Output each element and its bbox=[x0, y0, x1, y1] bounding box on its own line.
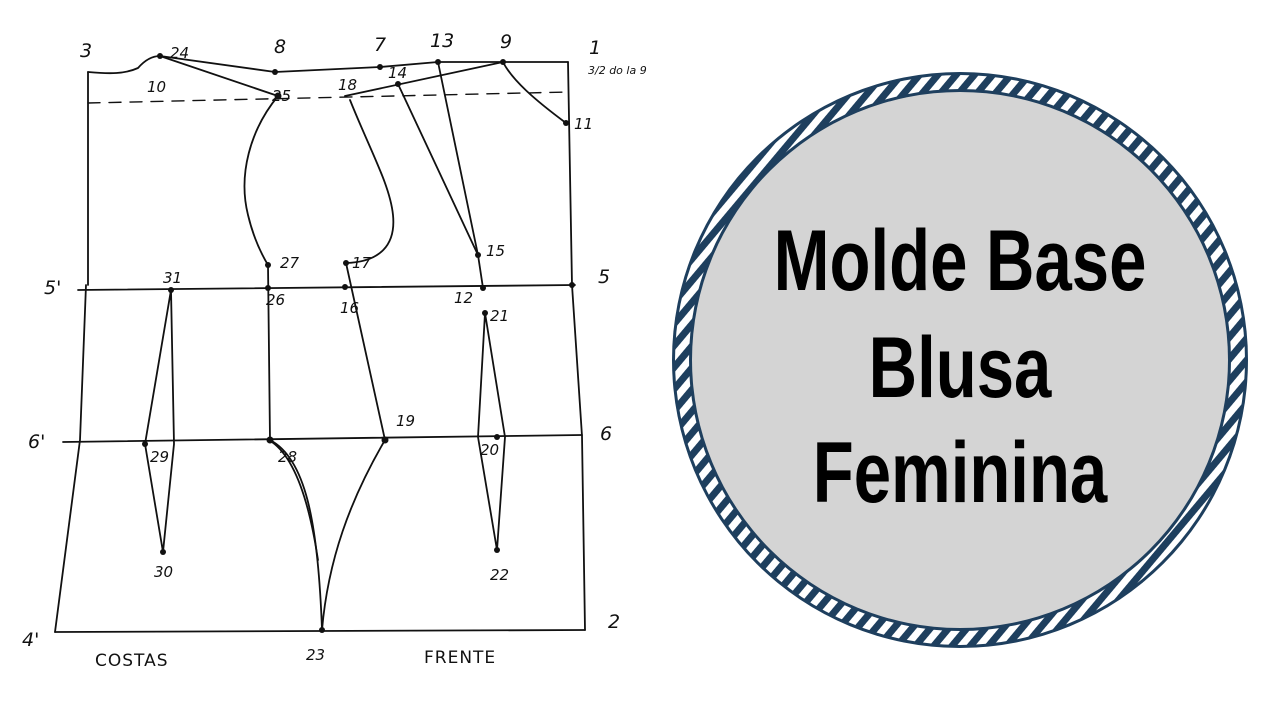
label-14: 14 bbox=[388, 64, 407, 82]
label-10: 10 bbox=[147, 78, 166, 96]
label-costas: COSTAS bbox=[95, 651, 169, 671]
label-9: 9 bbox=[500, 31, 512, 53]
label-7: 7 bbox=[374, 34, 386, 56]
label-30: 30 bbox=[154, 563, 173, 581]
label-13: 13 bbox=[430, 30, 454, 52]
outer-right-edge bbox=[567, 61, 586, 631]
dart-line-b bbox=[437, 61, 479, 256]
label-19: 19 bbox=[396, 412, 415, 430]
pattern-diagram: 3 24 8 7 13 9 1 3/2 do la 9 10 25 18 14 … bbox=[22, 30, 647, 671]
label-27: 27 bbox=[280, 254, 300, 272]
dashed-line bbox=[87, 91, 569, 104]
badge-fill bbox=[692, 92, 1228, 628]
hip-curve-inner bbox=[271, 441, 319, 561]
label-28: 28 bbox=[278, 448, 297, 466]
back-shoulder bbox=[159, 55, 279, 97]
label-16: 16 bbox=[340, 299, 359, 317]
badge-title-line-2: Blusa bbox=[868, 320, 1052, 416]
front-side-seam bbox=[345, 262, 386, 441]
outer-left-edge bbox=[54, 71, 89, 633]
label-12: 12 bbox=[454, 289, 473, 307]
label-6-prime: 6' bbox=[28, 431, 45, 453]
back-side-seam bbox=[267, 264, 271, 441]
label-5-prime: 5' bbox=[44, 277, 61, 299]
label-26: 26 bbox=[266, 291, 285, 309]
back-armhole bbox=[243, 95, 279, 266]
label-11: 11 bbox=[574, 115, 593, 133]
label-22: 22 bbox=[490, 566, 509, 584]
label-24: 24 bbox=[170, 44, 189, 62]
hip-curve-back bbox=[269, 439, 323, 631]
label-2: 2 bbox=[608, 611, 620, 633]
badge-title-line-3: Feminina bbox=[812, 425, 1108, 521]
line-12 bbox=[477, 254, 484, 289]
label-25: 25 bbox=[272, 87, 291, 105]
label-3: 3 bbox=[80, 40, 92, 62]
dart-line-a bbox=[397, 83, 479, 256]
label-4-prime: 4' bbox=[22, 629, 39, 651]
label-8: 8 bbox=[274, 36, 286, 58]
label-17: 17 bbox=[352, 254, 372, 272]
label-1: 1 bbox=[589, 37, 601, 59]
label-18: 18 bbox=[338, 76, 357, 94]
hip-curve-front bbox=[321, 439, 386, 631]
line-5 bbox=[77, 284, 576, 291]
label-21: 21 bbox=[490, 307, 509, 325]
front-neck bbox=[502, 61, 567, 124]
label-15: 15 bbox=[486, 242, 505, 260]
front-armhole bbox=[345, 99, 395, 264]
label-20: 20 bbox=[480, 441, 499, 459]
label-29: 29 bbox=[150, 448, 169, 466]
front-shoulder bbox=[344, 61, 504, 97]
label-23: 23 bbox=[306, 646, 325, 664]
badge-title-line-1: Molde Base bbox=[773, 213, 1147, 309]
label-5: 5 bbox=[598, 266, 610, 288]
label-31: 31 bbox=[163, 269, 182, 287]
label-6: 6 bbox=[600, 423, 612, 445]
label-frente: FRENTE bbox=[424, 648, 496, 668]
label-note: 3/2 do la 9 bbox=[588, 64, 647, 77]
